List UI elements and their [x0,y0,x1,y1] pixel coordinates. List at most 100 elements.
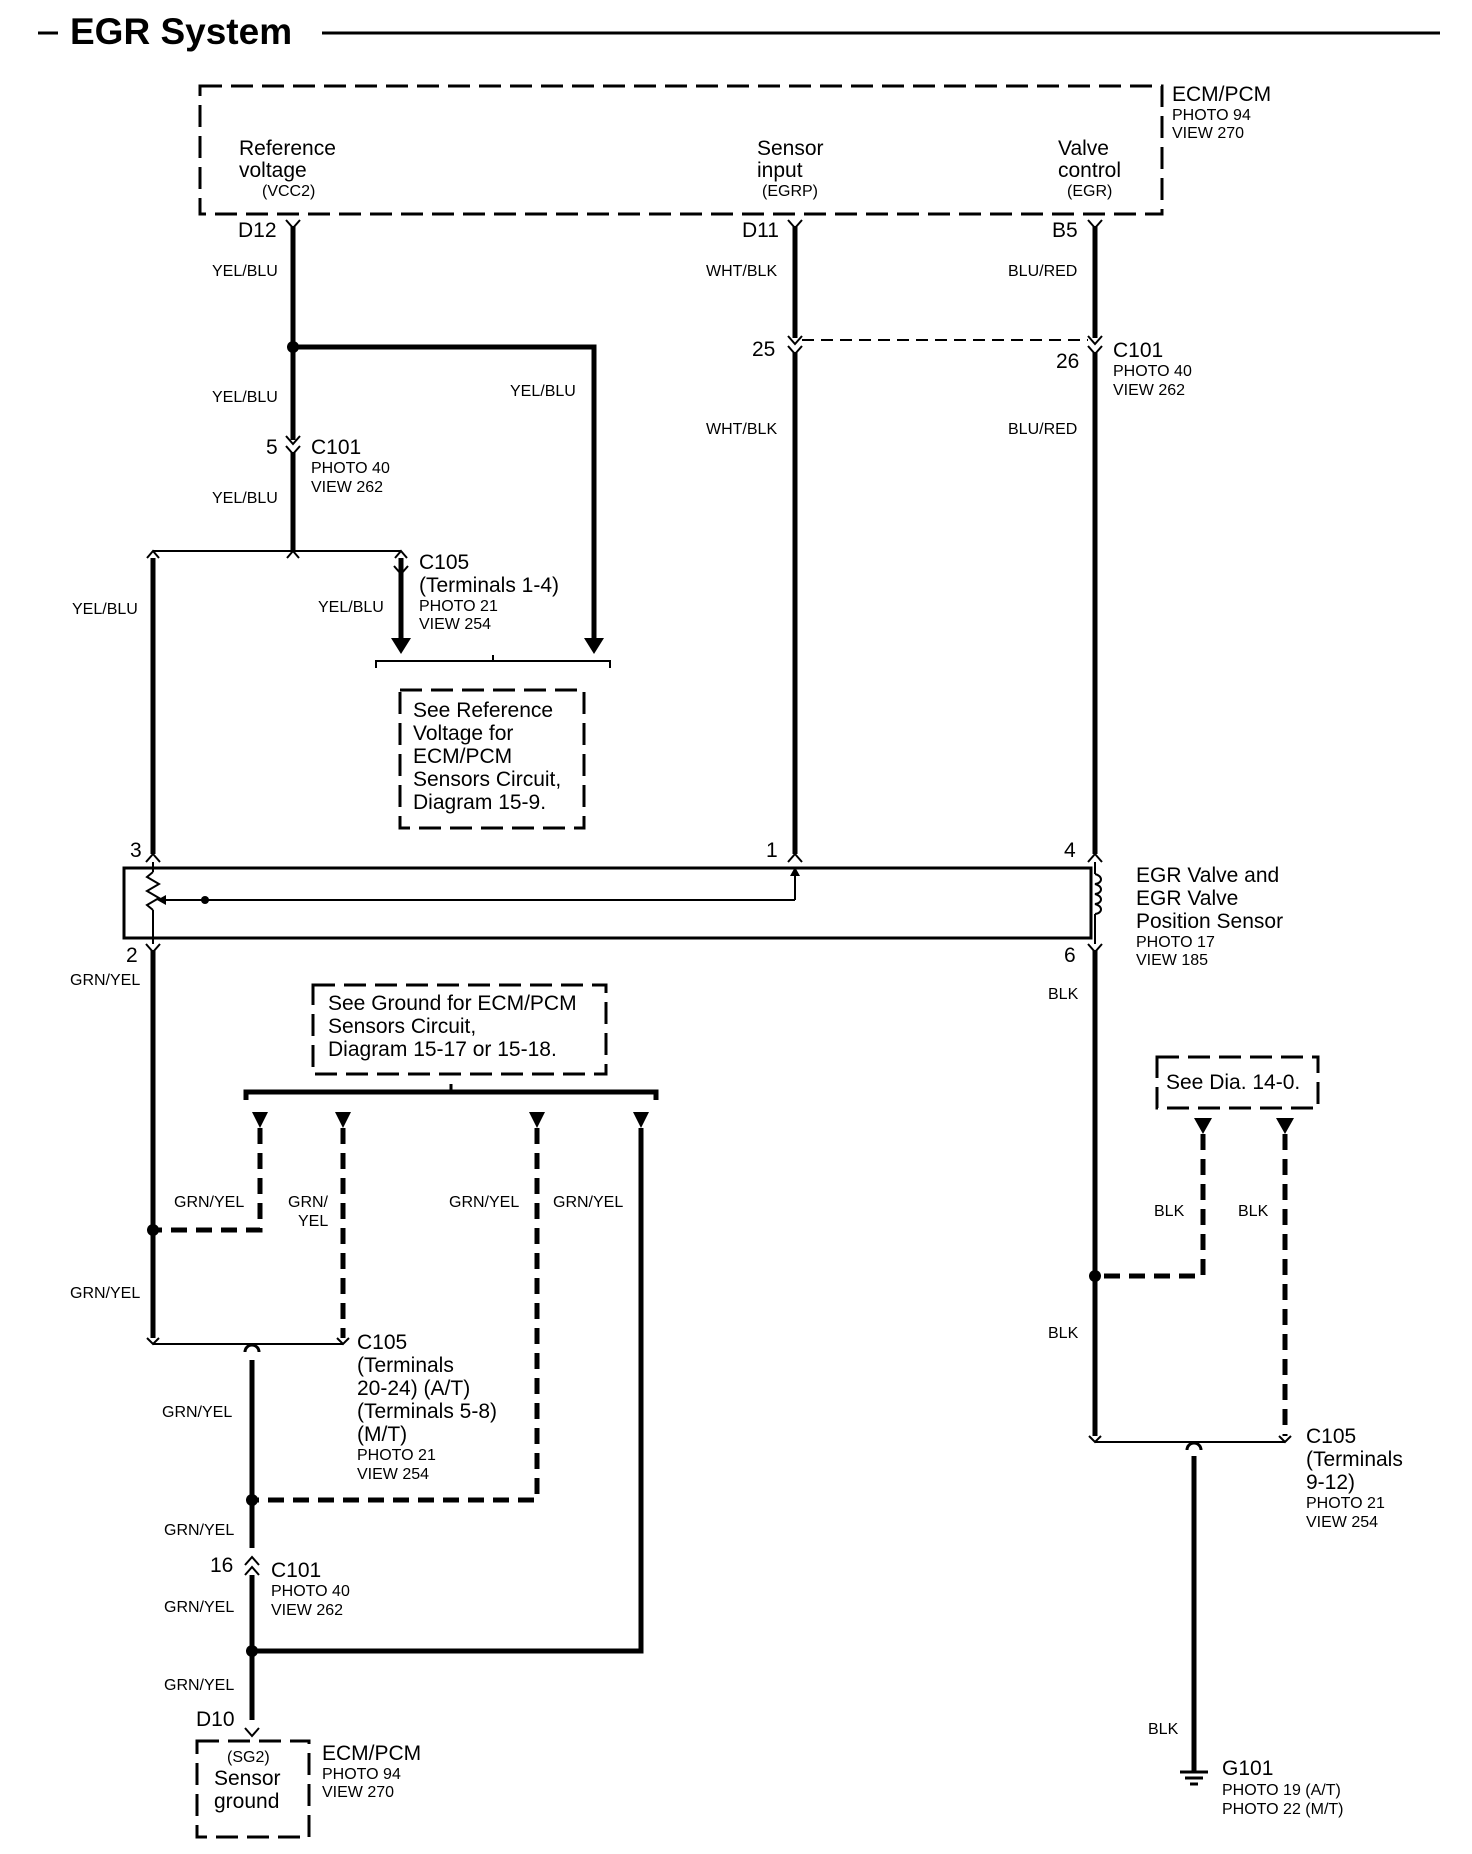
title-block: EGR System [38,11,1440,52]
egr-name-line-1: EGR Valve and [1136,864,1279,887]
wire-yel-blu-6: YEL/BLU [318,599,384,616]
c101-view-left: VIEW 262 [311,479,383,496]
wire-wht-blk-1: WHT/BLK [706,263,777,280]
wire-blk-2: BLK [1048,1325,1079,1342]
c101-name-left: C101 [311,436,361,459]
egr-valve-component: 3 1 4 2 6 EGR Valve and EGR Valve Positi… [122,839,1283,969]
egr-pin-4: 4 [1064,839,1076,862]
ecm-bottom-view: VIEW 270 [322,1784,394,1801]
c101-pin-5: 5 [266,436,278,459]
lower-right-wiring: BLK BLK See Dia. 14-0. BLK BLK C105 (Ter… [1048,950,1403,1818]
sensor-input-label-1: Sensor [757,137,824,160]
see-ref-line-2: Voltage for [413,722,513,745]
c101-name-bottom: C101 [271,1559,321,1582]
c105-c-line-2: 9-12) [1306,1471,1355,1494]
ref-voltage-label-1: Reference [239,137,336,160]
see-reference-note: See Reference Voltage for ECM/PCM Sensor… [398,688,586,830]
c105-c-view: VIEW 254 [1306,1514,1378,1531]
c105-c-photo: PHOTO 21 [1306,1495,1385,1512]
valve-control-code: (EGR) [1067,183,1112,200]
egr-pin-2: 2 [126,944,138,967]
wire-yel: YEL [298,1213,328,1230]
see-ground-line-2: Sensors Circuit, [328,1015,476,1038]
wire-grn-yel-5: GRN/YEL [70,1285,140,1302]
see-ref-line-1: See Reference [413,699,553,722]
ecm-bottom-label-1: Sensor [214,1767,281,1790]
c105-a-view: VIEW 254 [419,616,491,633]
ecm-top-photo: PHOTO 94 [1172,107,1251,124]
egr-name-line-3: Position Sensor [1136,910,1283,933]
c101-view-bottom: VIEW 262 [271,1602,343,1619]
egr-view: VIEW 185 [1136,952,1208,969]
c105-a-name: C105 [419,551,469,574]
g101-photo-2: PHOTO 22 (M/T) [1222,1801,1344,1818]
sensor-input-label-2: input [757,159,803,182]
wire-grn-yel-6: GRN/YEL [162,1404,232,1421]
see-ground-line-1: See Ground for ECM/PCM [328,992,577,1015]
c101-photo-bottom: PHOTO 40 [271,1583,350,1600]
wire-grn-yel-3: GRN/YEL [449,1194,519,1211]
g101-photo-1: PHOTO 19 (A/T) [1222,1782,1341,1799]
wire-yel-blu-1: YEL/BLU [212,263,278,280]
c105-terminals-1-4: YEL/BLU YEL/BLU C105 (Terminals 1-4) PHO… [72,549,611,854]
c105-a-terms: (Terminals 1-4) [419,574,559,597]
ecm-pcm-top: ECM/PCM PHOTO 94 VIEW 270 Reference volt… [198,83,1271,242]
wire-yel-blu-4: YEL/BLU [212,490,278,507]
lower-left-wiring: GRN/YEL See Ground for ECM/PCM Sensors C… [70,950,659,1839]
ecm-bottom-photo: PHOTO 94 [322,1766,401,1783]
c105-b-photo: PHOTO 21 [357,1447,436,1464]
wire-yel-blu-3: YEL/BLU [510,383,576,400]
egr-pin-3: 3 [130,839,142,862]
c105-b-line-4: (M/T) [357,1423,407,1446]
wire-blu-red-2: BLU/RED [1008,421,1077,438]
c101-photo-left: PHOTO 40 [311,460,390,477]
see-ref-line-4: Sensors Circuit, [413,768,561,791]
ref-voltage-label-2: voltage [239,159,307,182]
c101-photo-right: PHOTO 40 [1113,363,1192,380]
ecm-bottom-name: ECM/PCM [322,1742,421,1765]
c101-name-right: C101 [1113,339,1163,362]
c105-b-line-2: 20-24) (A/T) [357,1377,470,1400]
c101-pin-25: 25 [752,338,775,361]
egr-name-line-2: EGR Valve [1136,887,1238,910]
wire-grn-slash: GRN/ [288,1194,329,1211]
wire-grn-yel-9: GRN/YEL [164,1677,234,1694]
egr-pin-6: 6 [1064,944,1076,967]
wire-grn-yel-1: GRN/YEL [70,972,140,989]
ecm-top-name: ECM/PCM [1172,83,1271,106]
ecm-bottom-pin-d10: D10 [196,1708,235,1731]
pin-d12: D12 [238,219,277,242]
see-ref-line-3: ECM/PCM [413,745,512,768]
egr-pin-1: 1 [766,839,778,862]
ecm-bottom-code: (SG2) [227,1749,270,1766]
wire-yel-blu-2: YEL/BLU [212,389,278,406]
c105-b-name: C105 [357,1331,407,1354]
wire-blu-red-1: BLU/RED [1008,263,1077,280]
wire-grn-yel-8: GRN/YEL [164,1599,234,1616]
wire-grn-yel-2: GRN/YEL [174,1194,244,1211]
c105-c-line-1: (Terminals [1306,1448,1403,1471]
c101-view-right: VIEW 262 [1113,382,1185,399]
wire-blk-4: BLK [1238,1203,1269,1220]
see-dia-note: See Dia. 14-0. [1166,1071,1300,1094]
valve-control-label-2: control [1058,159,1121,182]
c105-b-line-1: (Terminals [357,1354,454,1377]
c105-b-line-3: (Terminals 5-8) [357,1400,497,1423]
ground-icon [1180,1770,1208,1786]
wire-wht-blk-2: WHT/BLK [706,421,777,438]
c101-pin-26: 26 [1056,350,1079,373]
ecm-bottom-label-2: ground [214,1790,279,1813]
ref-voltage-code: (VCC2) [262,183,315,200]
c105-a-photo: PHOTO 21 [419,598,498,615]
top-wires: YEL/BLU WHT/BLK BLU/RED YEL/BLU YEL/BLU … [212,219,1192,854]
wire-yel-blu-5: YEL/BLU [72,601,138,618]
c101-pin-16: 16 [210,1554,233,1577]
c105-c-name: C105 [1306,1425,1356,1448]
wire-blk-3: BLK [1154,1203,1185,1220]
c105-b-view: VIEW 254 [357,1466,429,1483]
wire-blk-1: BLK [1048,986,1079,1003]
sensor-input-code: (EGRP) [762,183,818,200]
pin-d11: D11 [742,219,779,242]
ecm-top-view: VIEW 270 [1172,125,1244,142]
